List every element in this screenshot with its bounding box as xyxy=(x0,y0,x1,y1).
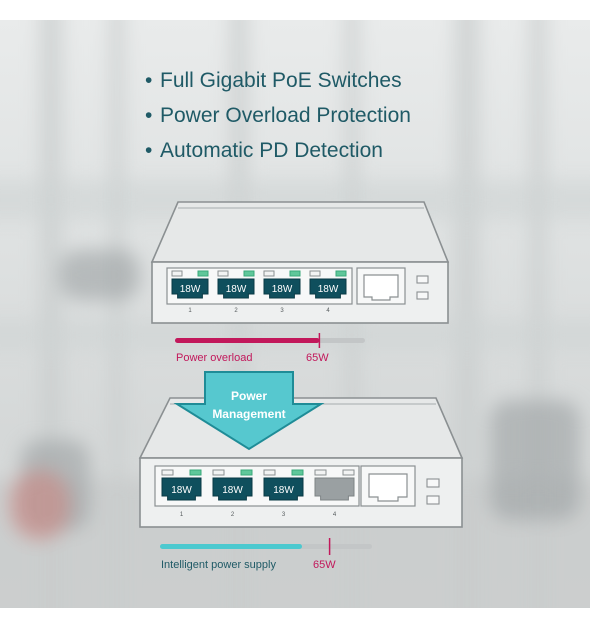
bullet-dot: • xyxy=(145,139,153,162)
link-led xyxy=(314,469,327,476)
rj45-port-active xyxy=(263,477,304,501)
uplink-port xyxy=(368,473,408,502)
bullet-dot: • xyxy=(145,104,153,127)
uplink-port xyxy=(363,274,399,301)
rj45-port-active xyxy=(217,278,255,299)
port-number: 1 xyxy=(180,512,184,518)
poe-led xyxy=(197,270,209,277)
status-led xyxy=(426,495,440,505)
poe-led xyxy=(189,469,202,476)
feature-item: • Full Gigabit PoE Switches xyxy=(145,66,411,101)
power-limit-label: 65W xyxy=(313,559,336,571)
poe-port-4: 4 xyxy=(314,469,355,518)
port-number: 1 xyxy=(188,308,192,314)
rj45-port-active xyxy=(161,477,202,501)
top-power-bar: Power overload 65W xyxy=(175,333,365,364)
bullet-dot: • xyxy=(145,69,153,92)
poe-led xyxy=(289,270,301,277)
port-wattage-label: 18W xyxy=(222,485,243,496)
power-limit-label: 65W xyxy=(306,352,329,364)
poe-port-2: 18W 2 xyxy=(217,270,255,314)
port-number: 4 xyxy=(326,308,330,314)
rj45-port-active xyxy=(212,477,253,501)
feature-text: Automatic PD Detection xyxy=(160,139,383,162)
poe-port-3: 18W 3 xyxy=(263,469,304,518)
poe-led xyxy=(240,469,253,476)
poe-led xyxy=(291,469,304,476)
poe-led xyxy=(335,270,347,277)
port-wattage-label: 18W xyxy=(273,485,294,496)
power-bar-fill xyxy=(160,544,302,549)
poe-port-4: 18W 4 xyxy=(309,270,347,314)
port-number: 4 xyxy=(333,512,337,518)
port-wattage-label: 18W xyxy=(171,485,192,496)
poe-port-1: 18W 1 xyxy=(161,469,202,518)
poe-port-2: 18W 2 xyxy=(212,469,253,518)
poe-led xyxy=(243,270,255,277)
link-led xyxy=(309,270,321,277)
port-number: 2 xyxy=(234,308,238,314)
top-switch: 18W 1 18W 2 18W 3 18W 4 xyxy=(150,201,450,324)
poe-led xyxy=(342,469,355,476)
port-wattage-label: 18W xyxy=(226,284,247,295)
office-background xyxy=(0,20,590,608)
link-led xyxy=(171,270,183,277)
power-bar-fill xyxy=(175,338,320,343)
poe-port-3: 18W 3 xyxy=(263,270,301,314)
feature-list: • Full Gigabit PoE Switches • Power Overlo… xyxy=(145,66,411,171)
feature-text: Full Gigabit PoE Switches xyxy=(160,69,402,92)
poe-port-1: 18W 1 xyxy=(171,270,209,314)
port-wattage-label: 18W xyxy=(318,284,339,295)
feature-item: • Automatic PD Detection xyxy=(145,136,411,171)
power-overload-label: Power overload xyxy=(176,352,252,364)
rj45-port-active xyxy=(309,278,347,299)
link-led xyxy=(212,469,225,476)
rj45-port-inactive xyxy=(314,477,355,501)
status-led xyxy=(426,478,440,488)
link-led xyxy=(263,270,275,277)
status-led xyxy=(416,291,429,300)
link-led xyxy=(217,270,229,277)
port-number: 3 xyxy=(280,308,284,314)
status-led xyxy=(416,275,429,284)
port-wattage-label: 18W xyxy=(180,284,201,295)
intelligent-supply-label: Intelligent power supply xyxy=(161,559,276,571)
feature-item: • Power Overload Protection xyxy=(145,101,411,136)
arrow-label-line2: Management xyxy=(212,407,285,421)
link-led xyxy=(161,469,174,476)
arrow-label-line1: Power xyxy=(231,389,267,403)
port-number: 3 xyxy=(282,512,286,518)
down-arrow-icon xyxy=(173,371,325,451)
rj45-port-active xyxy=(171,278,209,299)
power-management-arrow: Power Management xyxy=(173,371,325,451)
port-wattage-label: 18W xyxy=(272,284,293,295)
feature-text: Power Overload Protection xyxy=(160,104,411,127)
rj45-port-active xyxy=(263,278,301,299)
link-led xyxy=(263,469,276,476)
port-number: 2 xyxy=(231,512,235,518)
bottom-power-bar: Intelligent power supply 65W xyxy=(160,538,372,571)
